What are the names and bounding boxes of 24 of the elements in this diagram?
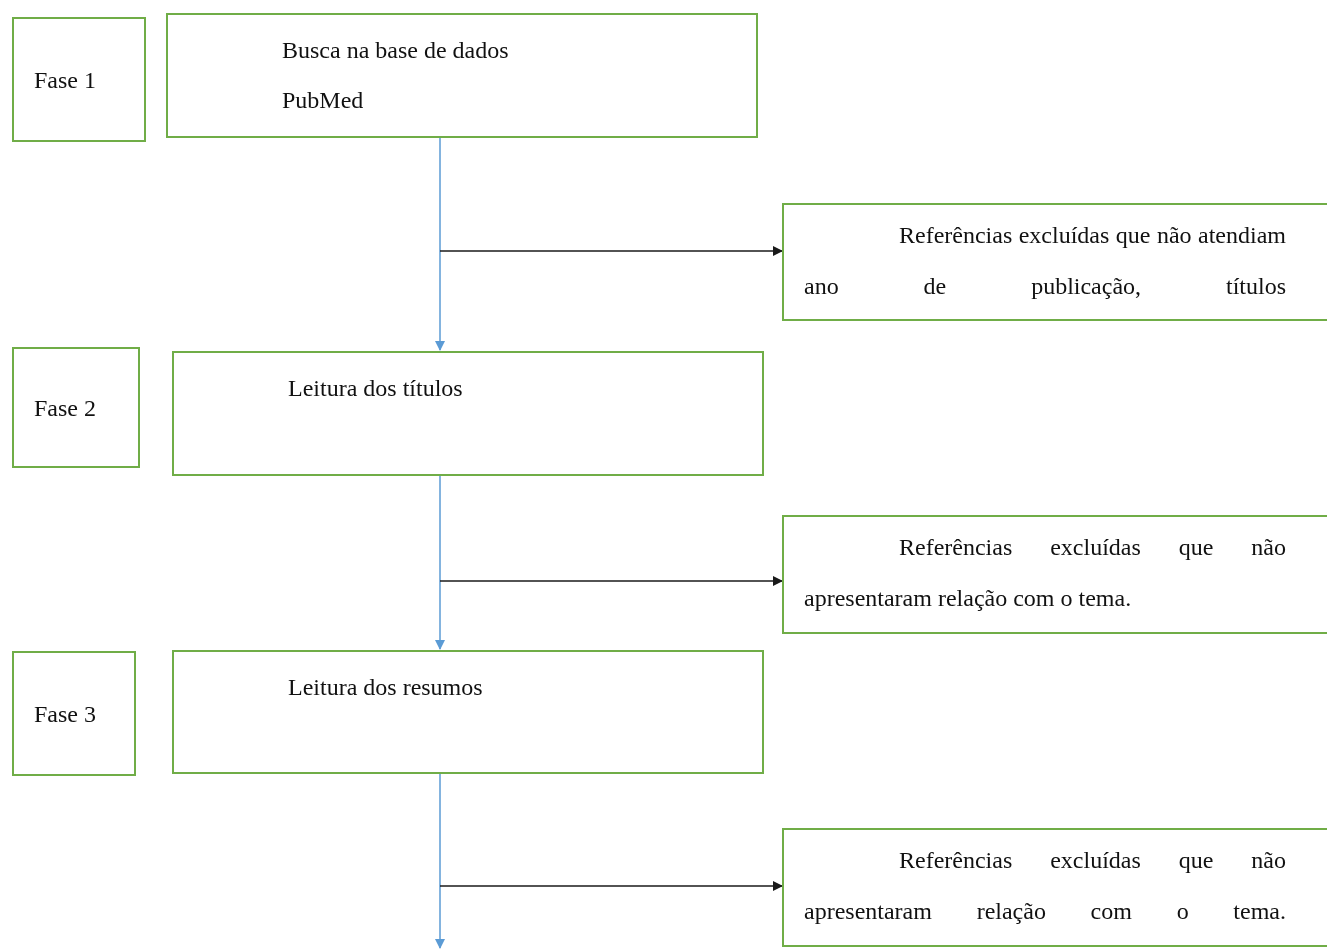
arrow — [435, 773, 445, 949]
arrow — [439, 246, 783, 256]
phase-label: Fase 1 — [34, 65, 96, 95]
exclusion-box — [782, 828, 1327, 947]
arrow — [435, 137, 445, 351]
exclusion-text: Referências excluídas que não apresentaram relação com o tema. — [804, 533, 1286, 613]
process-box — [172, 351, 764, 476]
arrow — [435, 475, 445, 650]
phase-box — [12, 347, 140, 468]
phase-box — [12, 651, 136, 776]
exclusion-text: Referências excluídas que não atendiam ano de publicação, títulos — [804, 221, 1286, 301]
arrow — [439, 576, 783, 586]
process-text: Leitura dos títulos — [288, 374, 464, 403]
phase-box — [12, 17, 146, 142]
exclusion-box — [782, 203, 1327, 321]
phase-label: Fase 3 — [34, 699, 96, 729]
exclusion-box — [782, 515, 1327, 634]
phase-label: Fase 2 — [34, 393, 96, 423]
process-box — [172, 650, 764, 774]
process-text: Leitura dos resumos — [288, 673, 484, 702]
process-text: Busca na base de dados PubMed — [282, 36, 510, 115]
exclusion-text: Referências excluídas que não apresentaram relação com o tema. — [804, 846, 1286, 926]
process-box — [166, 13, 758, 138]
arrow — [439, 881, 783, 891]
